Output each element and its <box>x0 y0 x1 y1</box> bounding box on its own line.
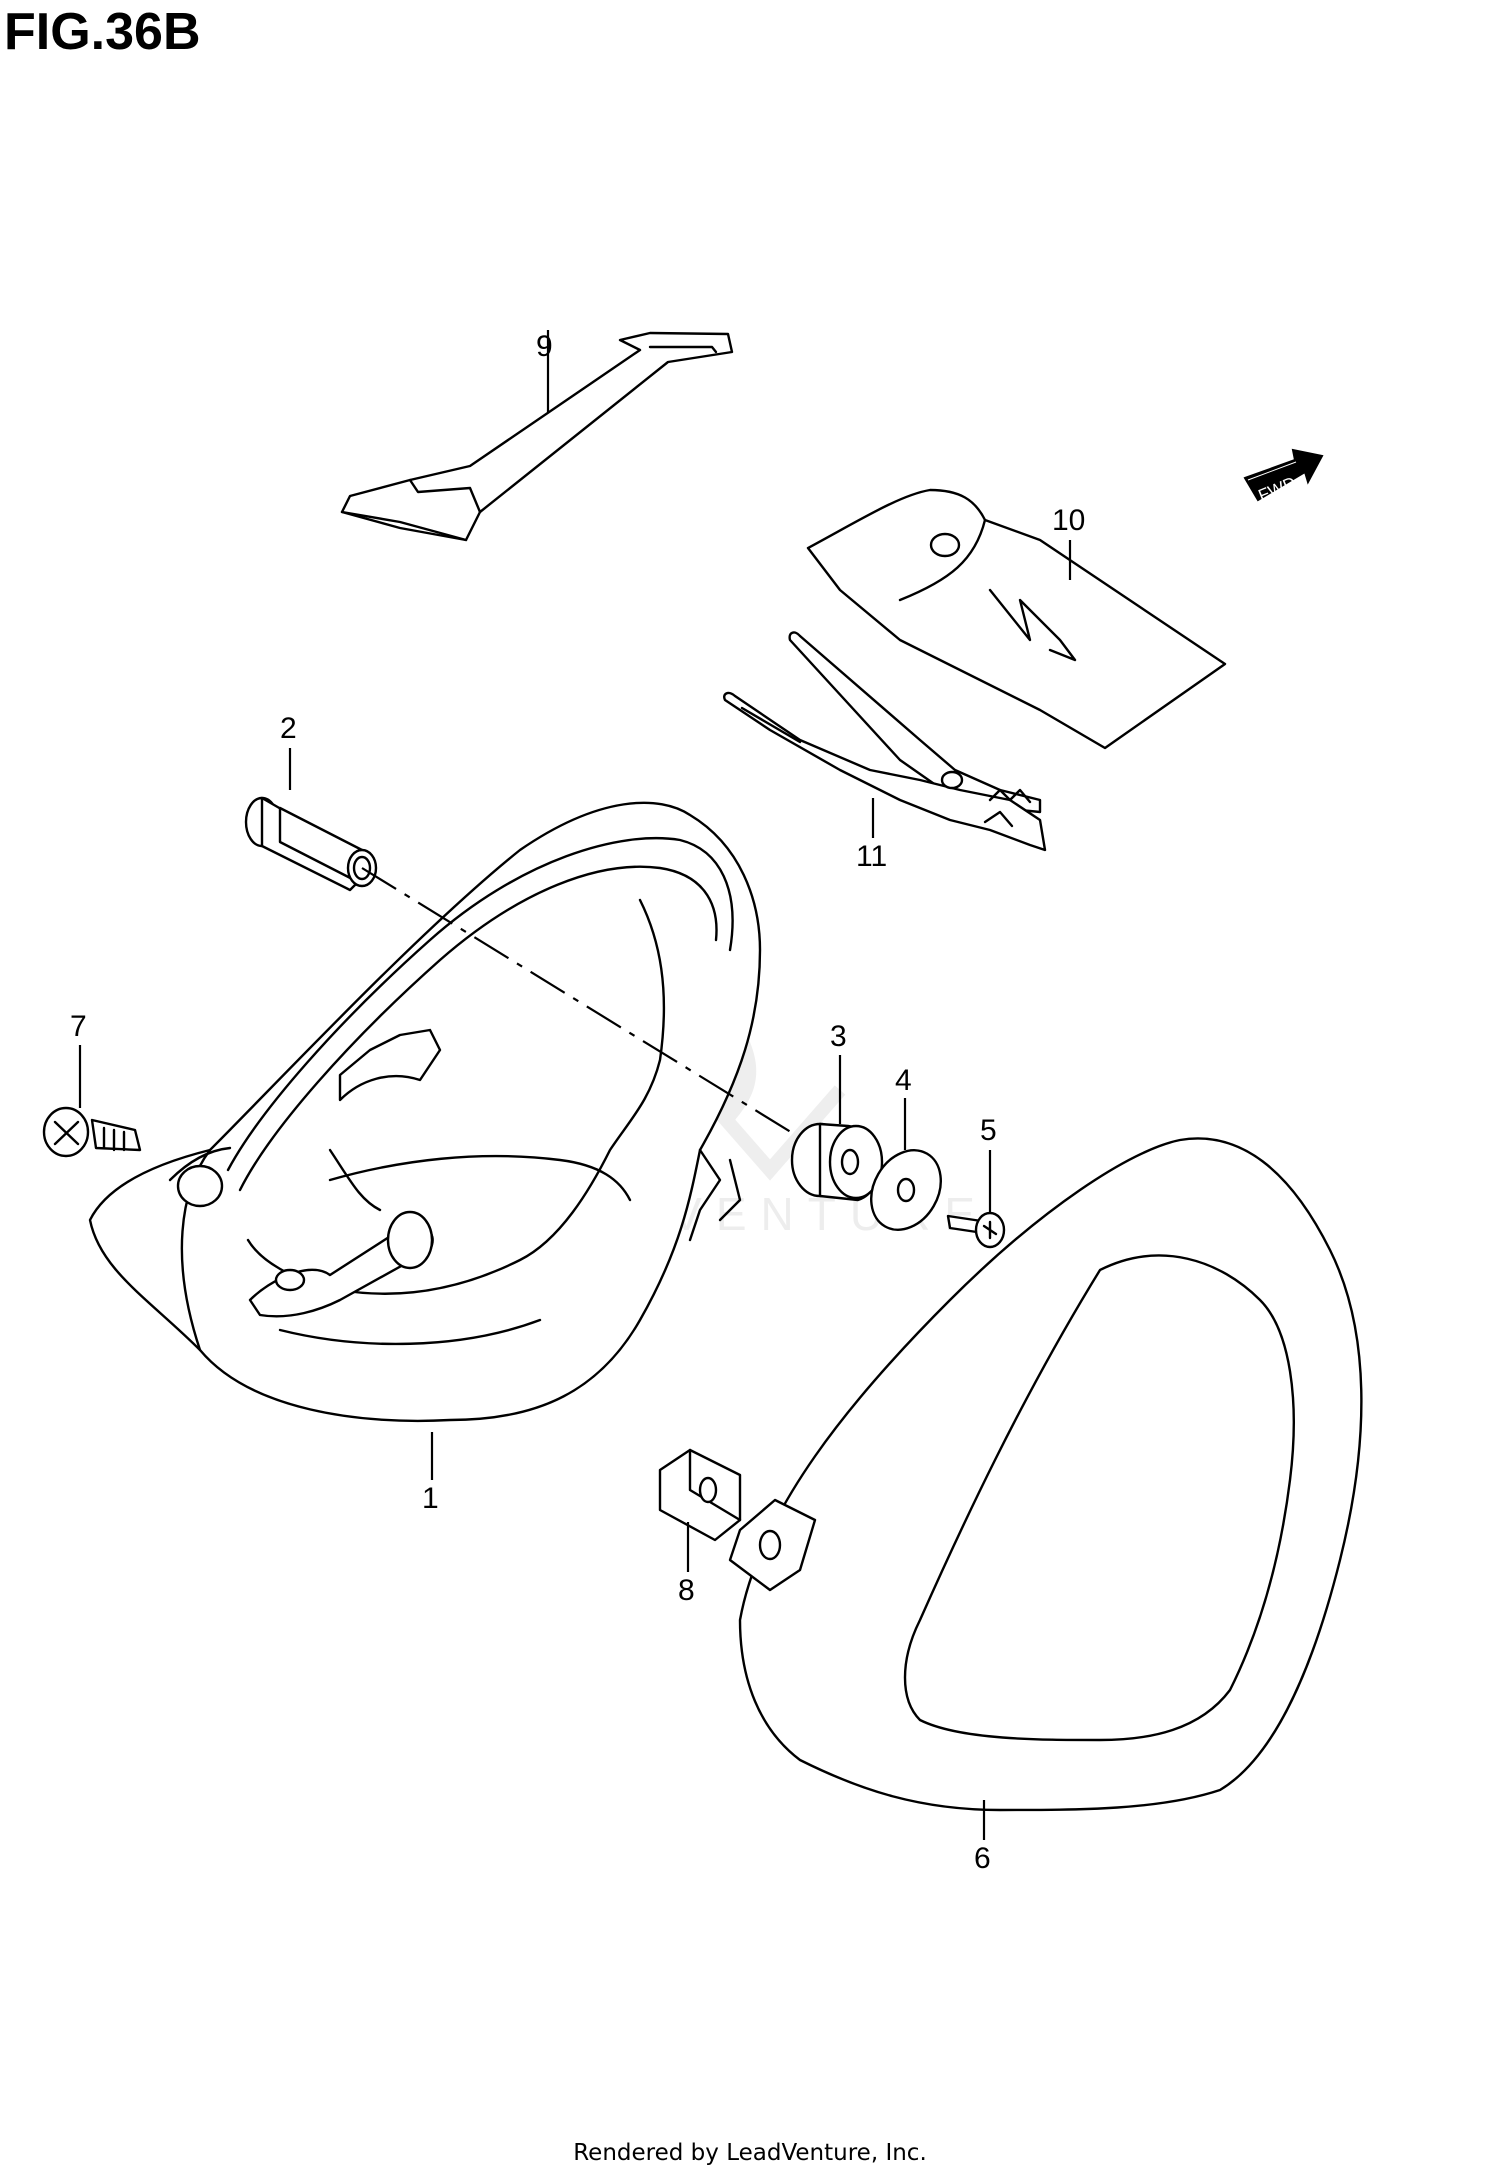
callout-9: 9 <box>536 330 553 363</box>
callout-3: 3 <box>830 1020 847 1053</box>
part-10-tool-bag <box>806 488 1227 750</box>
part-7-screw <box>42 1106 142 1158</box>
callout-6: 6 <box>974 1842 991 1875</box>
fwd-arrow-icon: FWD <box>1243 448 1324 505</box>
part-4-washer <box>870 1149 942 1231</box>
footer-credit: Rendered by LeadVenture, Inc. <box>573 2140 927 2166</box>
part-8-clip <box>658 1448 742 1542</box>
callout-2: 2 <box>280 712 297 745</box>
callout-10: 10 <box>1052 504 1085 537</box>
part-5-screw <box>946 1211 1006 1249</box>
assembly-centerline <box>361 867 821 1151</box>
callout-11: 11 <box>856 840 887 873</box>
part-9-strap <box>340 331 734 542</box>
callout-1: 1 <box>422 1482 439 1515</box>
callout-5: 5 <box>980 1114 997 1147</box>
part-3-rubber-mount <box>790 1122 884 1202</box>
part-2-collar <box>244 796 378 892</box>
callout-7: 7 <box>70 1010 87 1043</box>
figure-title: FIG.36B <box>4 3 201 61</box>
callout-8: 8 <box>678 1574 695 1607</box>
part-11-pliers <box>723 631 1047 852</box>
callout-4: 4 <box>895 1064 912 1097</box>
part-1-headlight-housing <box>88 801 762 1423</box>
part-6-headlight-lens <box>728 1137 1363 1812</box>
